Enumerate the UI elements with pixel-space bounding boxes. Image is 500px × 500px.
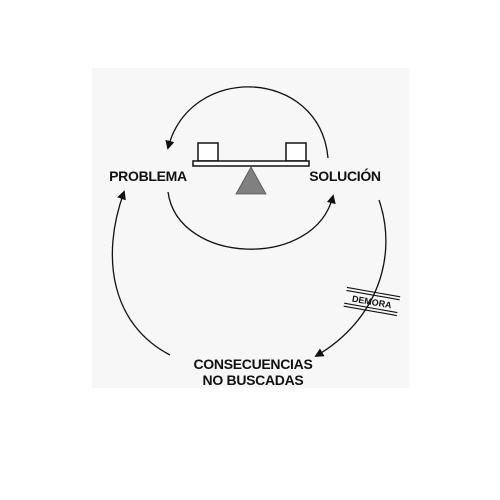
scale-fulcrum (235, 166, 267, 195)
outer-right-loop-arrow (314, 199, 387, 357)
scale-left-weight (197, 142, 219, 162)
problem-label: PROBLEMA (109, 168, 187, 184)
consequences-label-line2: NO BUSCADAS (203, 372, 304, 388)
solution-label: SOLUCIÓN (309, 167, 381, 184)
upper-loop-arrow (165, 86, 329, 159)
balance-scale-icon (192, 142, 310, 195)
delay-marker: DEMORA (343, 286, 401, 317)
scale-beam (192, 160, 310, 167)
diagram-background (92, 68, 410, 388)
inner-lower-loop-arrow (167, 191, 336, 250)
scale-right-weight (285, 142, 307, 162)
consequences-label-line1: CONSECUENCIAS (193, 356, 312, 372)
outer-left-loop-arrow (111, 190, 171, 356)
